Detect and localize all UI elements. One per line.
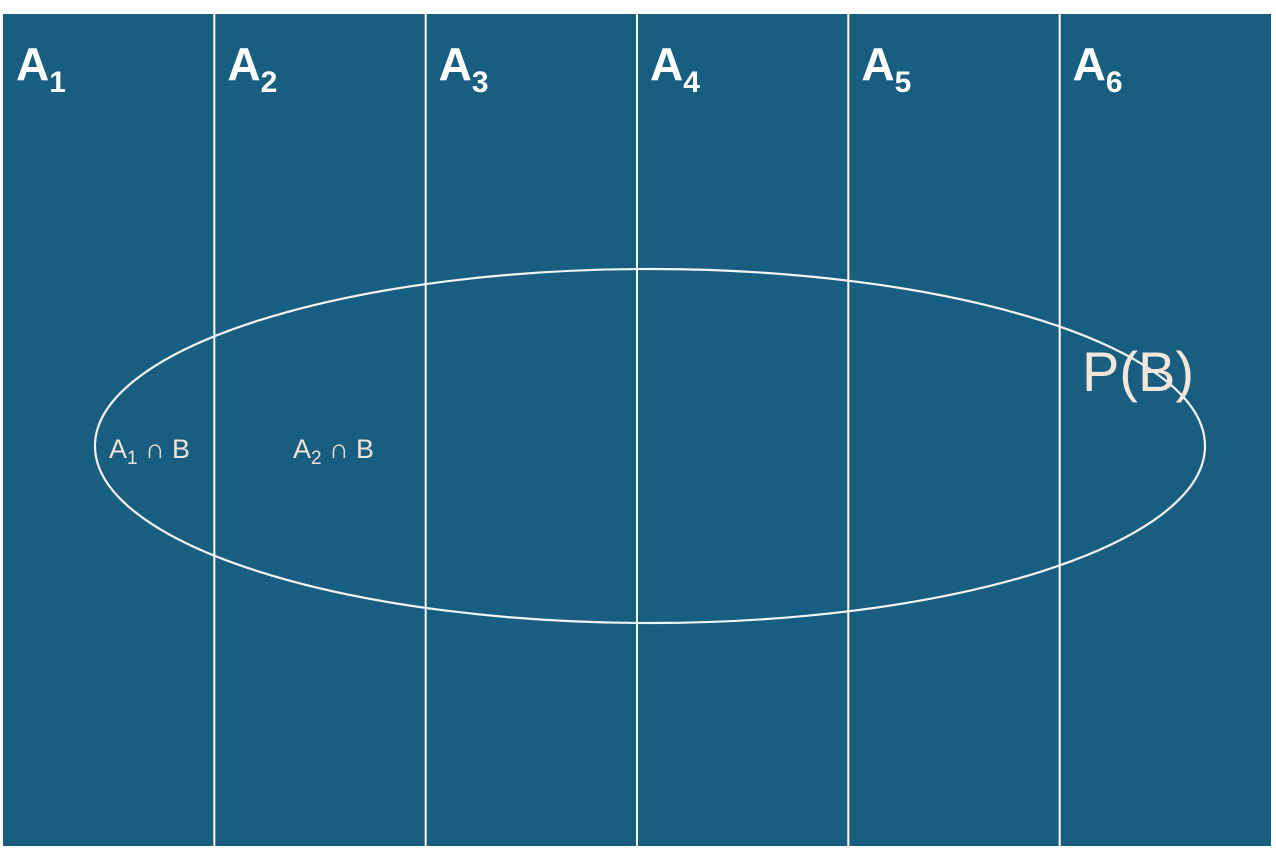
- partition-label-a3: A3: [439, 38, 489, 99]
- event-b-ellipse: [93, 267, 1207, 625]
- partition-label-a1: A1: [16, 38, 66, 99]
- partition-label-a2: A2: [227, 38, 277, 99]
- intersection-label-a1: A1 ∩ B: [109, 434, 190, 469]
- event-b-label: P(B): [1082, 340, 1194, 403]
- partition-labels: A1 A2 A3 A4 A5 A6: [16, 38, 1123, 99]
- intersection-label-a2: A2 ∩ B: [293, 434, 374, 469]
- partition-label-a6: A6: [1073, 38, 1123, 99]
- partition-dividers: [213, 14, 1061, 846]
- partition-label-a4: A4: [650, 38, 700, 99]
- intersection-labels: A1 ∩ B A2 ∩ B: [109, 434, 374, 469]
- partition-label-a5: A5: [861, 38, 911, 99]
